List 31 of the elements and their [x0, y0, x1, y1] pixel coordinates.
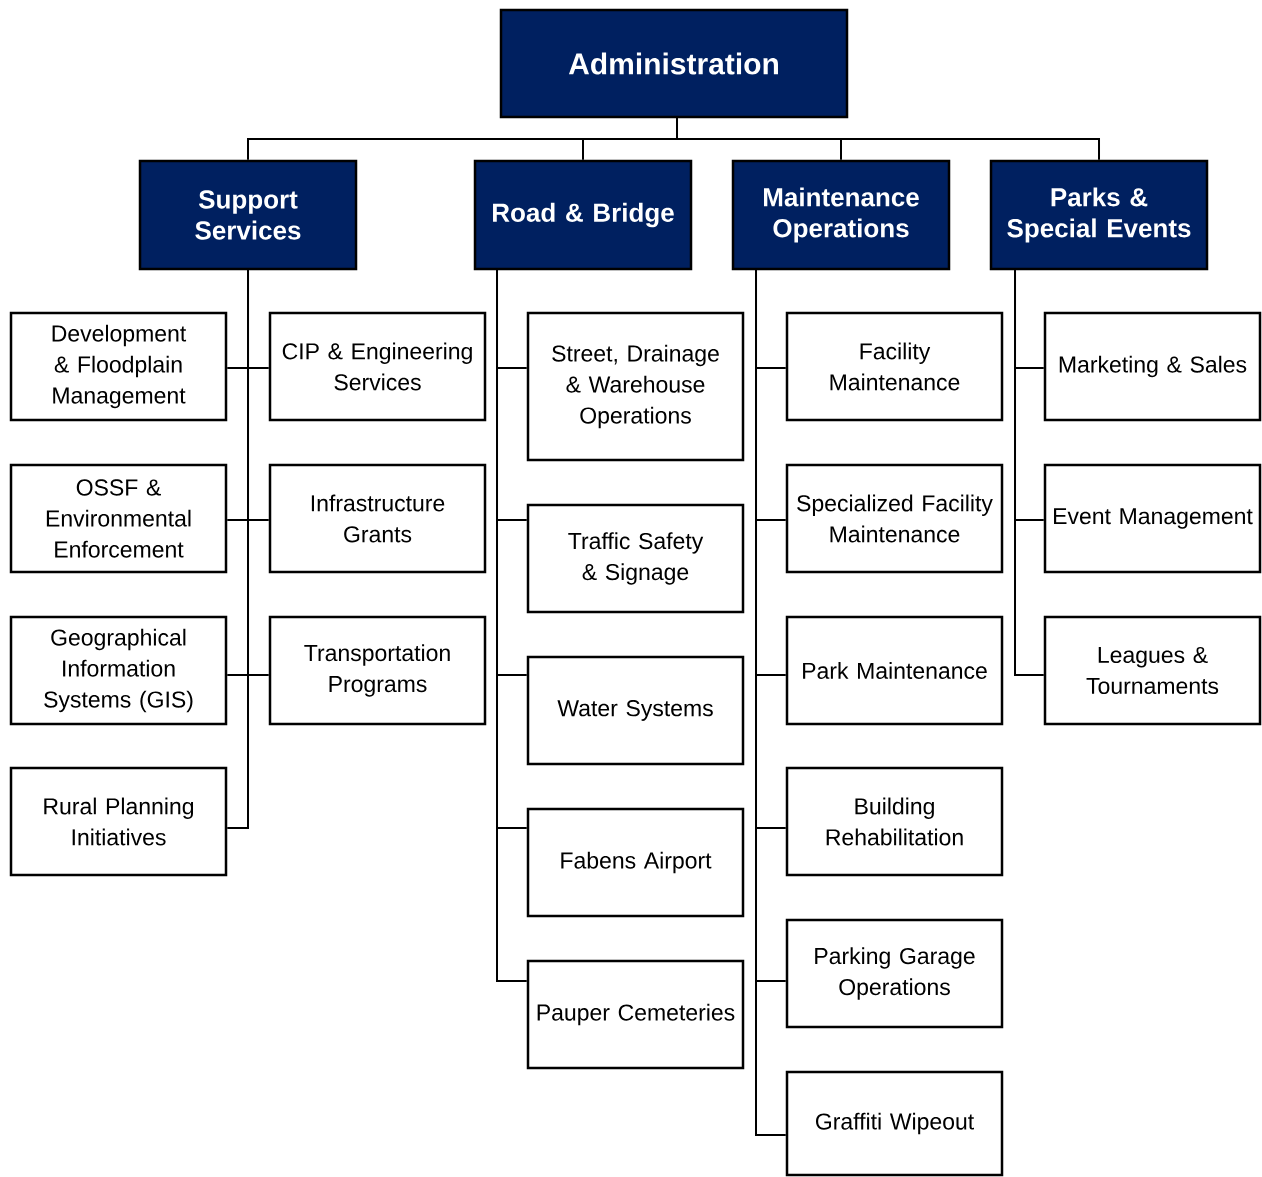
unit-box: Graffiti Wipeout: [785, 1070, 1004, 1177]
unit-box: OSSF & Environmental Enforcement: [9, 463, 228, 574]
unit-box: Geographical Information Systems (GIS): [9, 615, 228, 726]
unit-box: Leagues & Tournaments: [1043, 615, 1262, 726]
header-box: Support Services: [138, 159, 358, 271]
unit-box: Specialized Facility Maintenance: [785, 463, 1004, 574]
unit-box: Park Maintenance: [785, 615, 1004, 726]
unit-box: Marketing & Sales: [1043, 311, 1262, 422]
unit-box: Building Rehabilitation: [785, 766, 1004, 877]
unit-box: Fabens Airport: [526, 807, 745, 918]
header-box: Road & Bridge: [473, 159, 693, 271]
unit-box: Development & Floodplain Management: [9, 311, 228, 422]
unit-box: Facility Maintenance: [785, 311, 1004, 422]
header-box: Administration: [499, 8, 849, 119]
unit-box: Infrastructure Grants: [268, 463, 487, 574]
unit-box: CIP & Engineering Services: [268, 311, 487, 422]
header-box: Maintenance Operations: [731, 159, 951, 271]
connector-line: [496, 269, 528, 982]
unit-box: Pauper Cemeteries: [526, 959, 745, 1070]
connector-line: [755, 269, 787, 1136]
unit-box: Rural Planning Initiatives: [9, 766, 228, 877]
unit-box: Water Systems: [526, 655, 745, 766]
header-box: Parks & Special Events: [989, 159, 1209, 271]
unit-box: Event Management: [1043, 463, 1262, 574]
unit-box: Street, Drainage & Warehouse Operations: [526, 311, 745, 462]
unit-box: Transportation Programs: [268, 615, 487, 726]
connector-line: [676, 117, 1100, 161]
connector-line: [226, 269, 249, 829]
unit-box: Parking Garage Operations: [785, 918, 1004, 1029]
unit-box: Traffic Safety & Signage: [526, 503, 745, 614]
connector-line: [1014, 269, 1045, 676]
